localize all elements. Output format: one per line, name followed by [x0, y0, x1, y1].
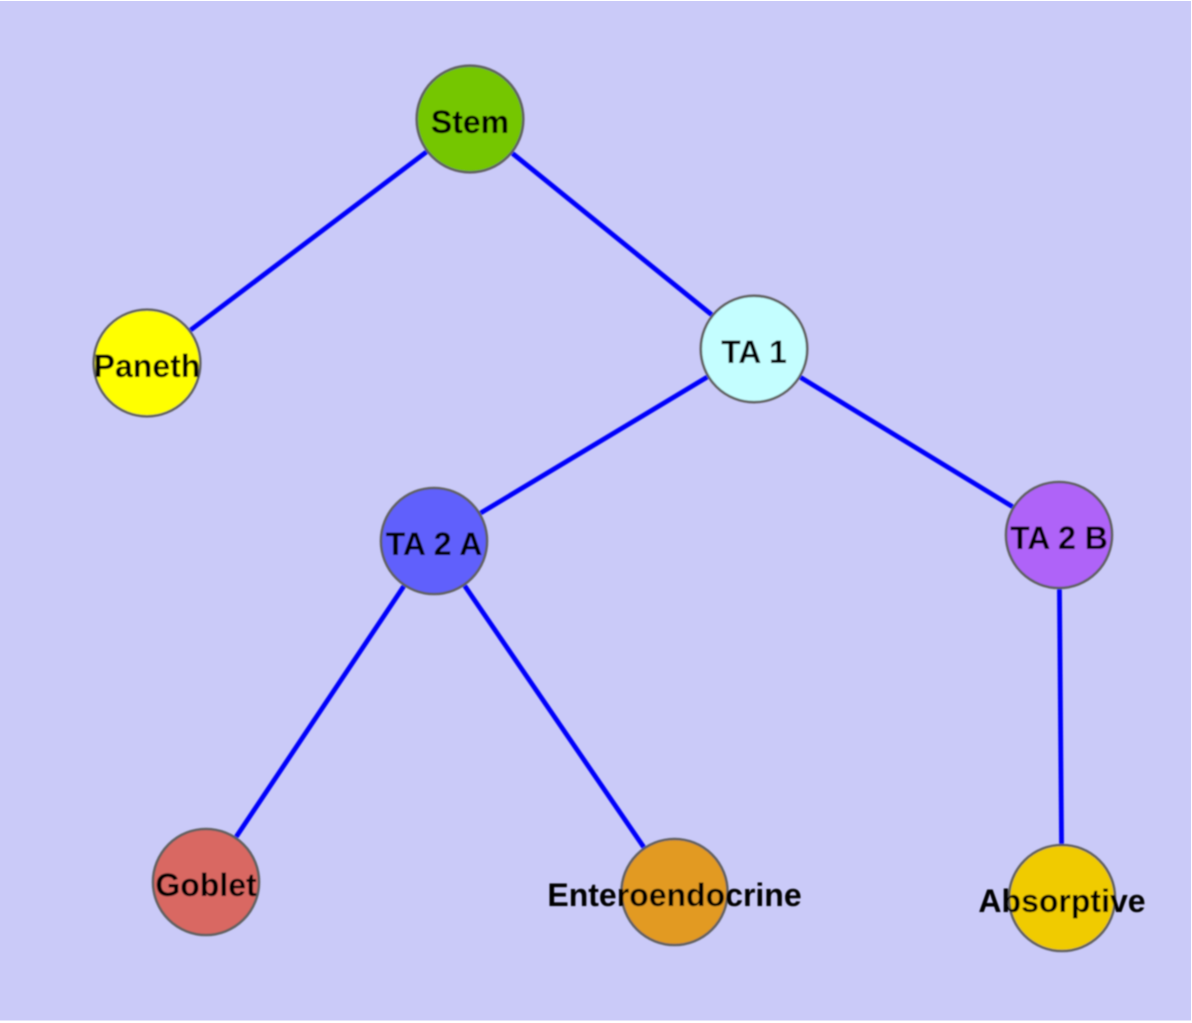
svg-text:Paneth: Paneth — [94, 348, 201, 384]
svg-text:TA 1: TA 1 — [721, 334, 787, 370]
svg-text:Stem: Stem — [431, 104, 509, 140]
svg-text:TA 2 A: TA 2 A — [386, 526, 483, 562]
svg-text:Enteroendocrine: Enteroendocrine — [547, 877, 801, 913]
svg-text:TA 2 B: TA 2 B — [1010, 520, 1108, 556]
svg-text:Absorptive: Absorptive — [978, 883, 1145, 919]
svg-text:Goblet: Goblet — [155, 867, 257, 903]
